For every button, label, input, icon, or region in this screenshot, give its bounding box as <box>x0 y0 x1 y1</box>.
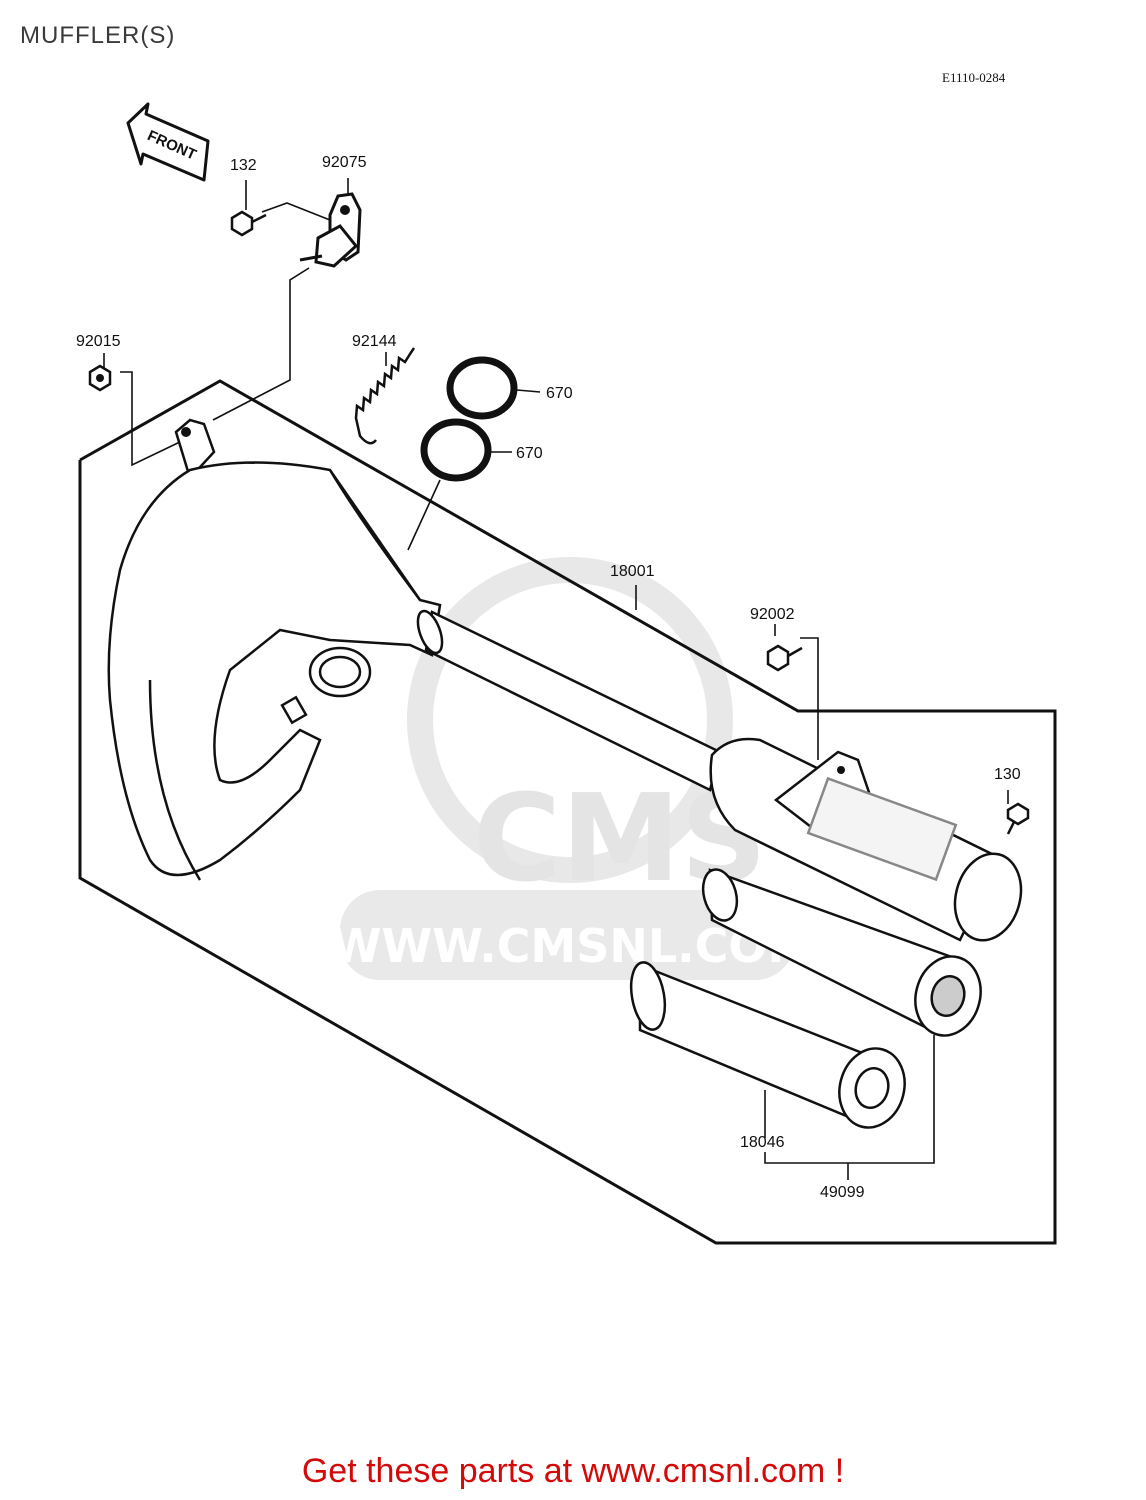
page-title: MUFFLER(S) <box>20 22 176 49</box>
part-label-92075: 92075 <box>322 154 367 171</box>
part-label-92144: 92144 <box>352 333 397 350</box>
part-labels: 132 92075 92015 92144 670 670 18001 9200… <box>76 154 1021 1201</box>
part-label-18001: 18001 <box>610 563 655 580</box>
bolt-92002 <box>766 644 803 672</box>
assembly-outline <box>78 379 1057 1245</box>
nut-92015 <box>88 364 112 392</box>
part-label-92002: 92002 <box>750 606 795 623</box>
part-label-49099: 49099 <box>820 1184 865 1201</box>
silencer-body <box>709 737 1023 942</box>
part-label-670b: 670 <box>516 445 543 462</box>
footer-cta[interactable]: Get these parts at www.cmsnl.com ! <box>301 1452 845 1490</box>
packing-18046 <box>629 961 906 1129</box>
front-arrow: FRONT <box>126 102 210 182</box>
part-label-670a: 670 <box>546 385 573 402</box>
bolt-132 <box>230 210 267 237</box>
expansion-chamber-18001 <box>107 418 722 881</box>
part-label-132: 132 <box>230 157 257 174</box>
screw-130 <box>1006 802 1030 835</box>
mounting-bracket-92075 <box>299 192 362 268</box>
diagram-id: E1110-0284 <box>942 70 1006 85</box>
gasket-670-b <box>420 418 492 482</box>
part-label-130: 130 <box>994 766 1021 783</box>
parts-diagram: CMS WWW.CMSNL.COM FRONT <box>76 102 1057 1245</box>
part-label-92015: 92015 <box>76 333 121 350</box>
inner-pipe-49099 <box>701 868 982 1037</box>
gasket-670-a <box>446 356 518 420</box>
spring-92144 <box>354 347 416 445</box>
part-label-18046: 18046 <box>740 1134 785 1151</box>
